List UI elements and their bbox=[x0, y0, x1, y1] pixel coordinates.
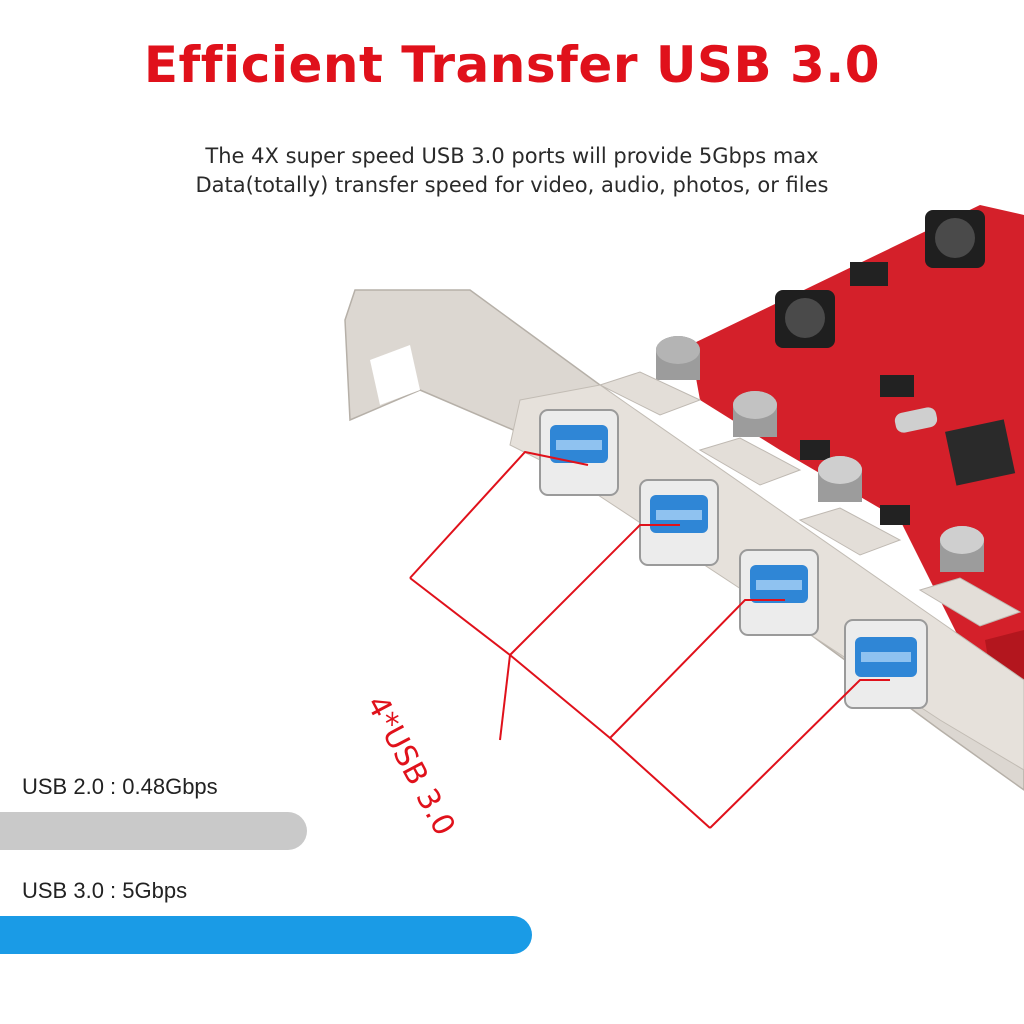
bracket-notch bbox=[370, 345, 420, 405]
usb3-speed-bar bbox=[0, 916, 532, 954]
controller-chip bbox=[945, 419, 1016, 486]
small-chip-4 bbox=[880, 505, 910, 525]
usb2-speed-label: USB 2.0 : 0.48Gbps bbox=[22, 774, 218, 799]
usb-port-4 bbox=[844, 619, 928, 709]
inductor-1-core bbox=[785, 298, 825, 338]
usb2-speed-bar-fill bbox=[0, 812, 307, 850]
usb2-speed-bar bbox=[0, 812, 307, 850]
callout-lines bbox=[409, 450, 890, 829]
usb-port-3 bbox=[739, 549, 819, 636]
small-chip-3 bbox=[800, 440, 830, 460]
usb-port-2 bbox=[639, 479, 719, 566]
page-subtitle: The 4X super speed USB 3.0 ports will pr… bbox=[0, 142, 1024, 200]
capacitors bbox=[656, 336, 984, 572]
small-chip-2 bbox=[880, 375, 914, 397]
small-chip-1 bbox=[850, 262, 888, 286]
crystal bbox=[894, 407, 938, 433]
usb3-speed-label: USB 3.0 : 5Gbps bbox=[22, 878, 188, 903]
bracket-tabs bbox=[598, 371, 1022, 627]
subtitle-line-1: The 4X super speed USB 3.0 ports will pr… bbox=[205, 144, 819, 168]
page-title: Efficient Transfer USB 3.0 bbox=[143, 36, 881, 94]
usb3-speed-bar-fill bbox=[0, 916, 532, 954]
inductor-2-core bbox=[935, 218, 975, 258]
subtitle-line-2: Data(totally) transfer speed for video, … bbox=[195, 173, 829, 197]
usb-port-1 bbox=[539, 409, 619, 496]
